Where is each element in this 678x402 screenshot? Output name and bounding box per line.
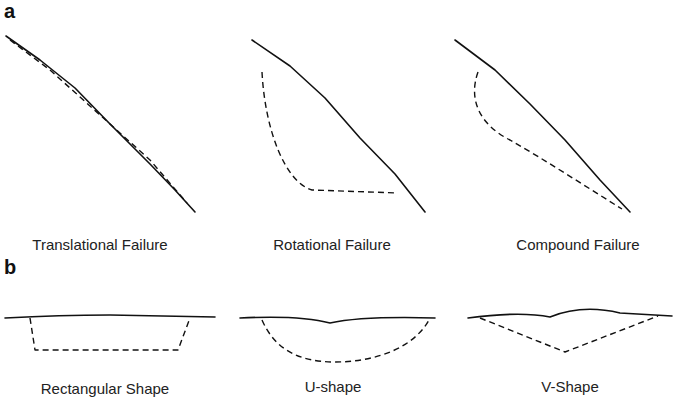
caption-text: Rotational Failure <box>273 236 391 254</box>
failure-surface <box>10 40 187 203</box>
slope-surface <box>6 36 195 212</box>
caption-text: V-Shape <box>541 378 599 396</box>
caption-text: Translational Failure <box>32 236 167 254</box>
slope-surface <box>455 40 630 212</box>
panel-letter: b <box>4 256 16 278</box>
failure-surface <box>480 316 658 352</box>
failure-surface <box>30 318 190 350</box>
failure-surface <box>262 72 398 193</box>
failure-surface <box>262 318 430 362</box>
panel-letter: a <box>4 0 15 22</box>
caption-text: Rectangular Shape <box>41 380 169 398</box>
ground-surface <box>240 317 435 323</box>
ground-surface <box>468 309 672 318</box>
slope-surface <box>252 40 425 212</box>
ground-surface <box>5 315 215 318</box>
failure-surface <box>475 72 622 209</box>
caption-text: U-shape <box>305 378 362 396</box>
caption-text: Compound Failure <box>516 236 639 254</box>
